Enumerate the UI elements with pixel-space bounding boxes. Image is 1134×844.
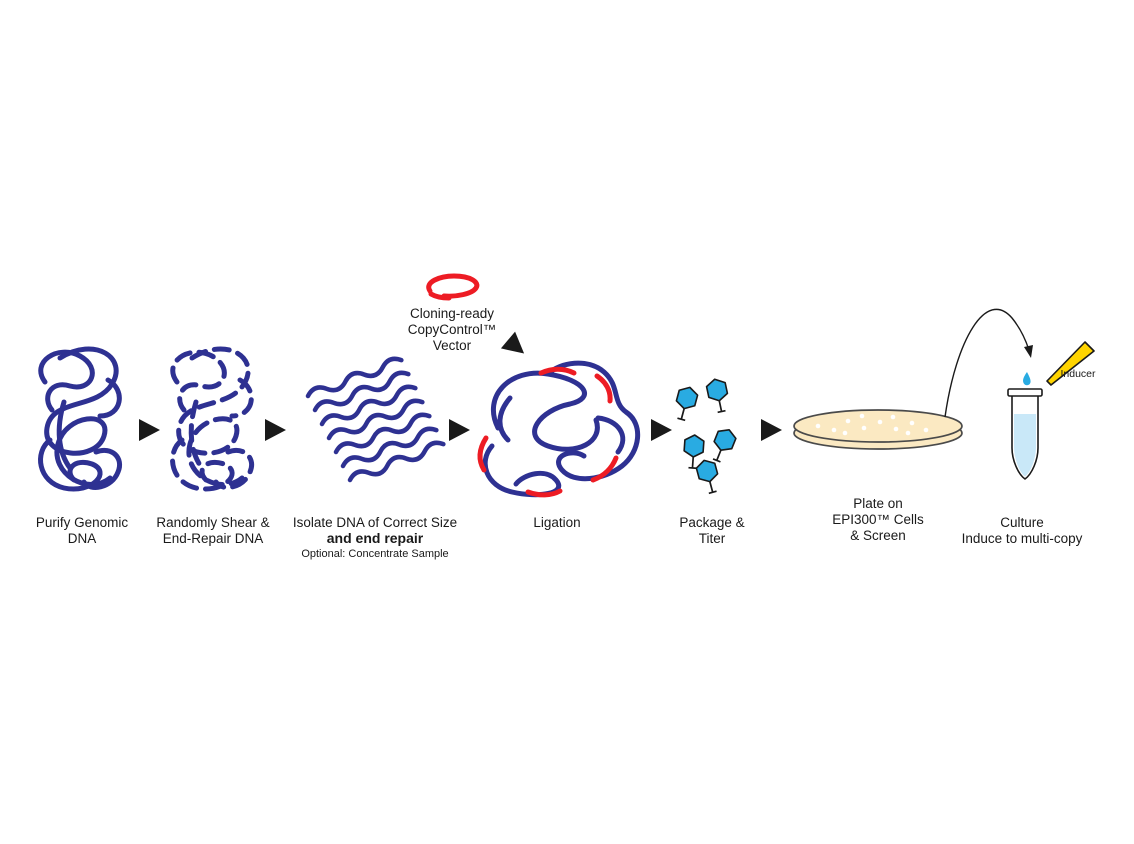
ligated-vector-segments	[477, 366, 619, 498]
culture-tube	[1007, 372, 1043, 480]
sheared-dna-tangle	[173, 349, 252, 489]
vector-label-1: Cloning-ready	[410, 306, 494, 321]
step-label-plate-3: & Screen	[850, 528, 906, 543]
phage-icon	[671, 384, 700, 423]
step-label-culture-1: Culture	[1000, 515, 1044, 530]
phage-particles	[671, 376, 739, 496]
phage-icon	[704, 376, 732, 415]
step-arrow-5	[761, 419, 782, 441]
step-label-isolate-2: and end repair	[327, 530, 424, 546]
ligation-dna-strands	[482, 360, 641, 498]
step-label-shear-1: Randomly Shear &	[156, 515, 269, 530]
step-label-shear-2: End-Repair DNA	[163, 531, 264, 546]
step-label-ligation: Ligation	[533, 515, 580, 530]
step-arrow-3	[449, 419, 470, 441]
step-arrow-4	[651, 419, 672, 441]
tube-liquid	[1014, 414, 1036, 477]
step-label-plate-1: Plate on	[853, 496, 903, 511]
vector-arrow	[500, 331, 532, 362]
step-label-package-2: Titer	[699, 531, 726, 546]
step-label-isolate-3: Optional: Concentrate Sample	[301, 548, 448, 560]
step-label-purify-1: Purify Genomic	[36, 515, 129, 530]
inducer-label: Inducer	[1060, 368, 1096, 380]
phage-icon	[694, 457, 723, 496]
vector-label-2: CopyControl™	[408, 322, 497, 337]
ligation-tangle	[477, 360, 641, 498]
step-label-culture-2: Induce to multi-copy	[962, 531, 1083, 546]
vector-circle	[426, 273, 480, 301]
step-label-plate-2: EPI300™ Cells	[832, 512, 924, 527]
petri-dish	[793, 409, 963, 450]
phage-icon	[707, 425, 739, 465]
genomic-dna-tangle	[41, 349, 120, 489]
transfer-arrow	[944, 308, 1033, 418]
step-label-purify-2: DNA	[68, 531, 97, 546]
colony-dots	[815, 413, 929, 436]
step-arrow-1	[139, 419, 160, 441]
sized-dna-strands	[306, 356, 445, 484]
step-label-isolate-1: Isolate DNA of Correct Size	[293, 515, 457, 530]
step-label-package-1: Package &	[679, 515, 744, 530]
vector-label-3: Vector	[433, 338, 472, 353]
pipette-tip	[1046, 341, 1095, 386]
inducer-droplet	[1023, 372, 1031, 386]
step-arrow-2	[265, 419, 286, 441]
